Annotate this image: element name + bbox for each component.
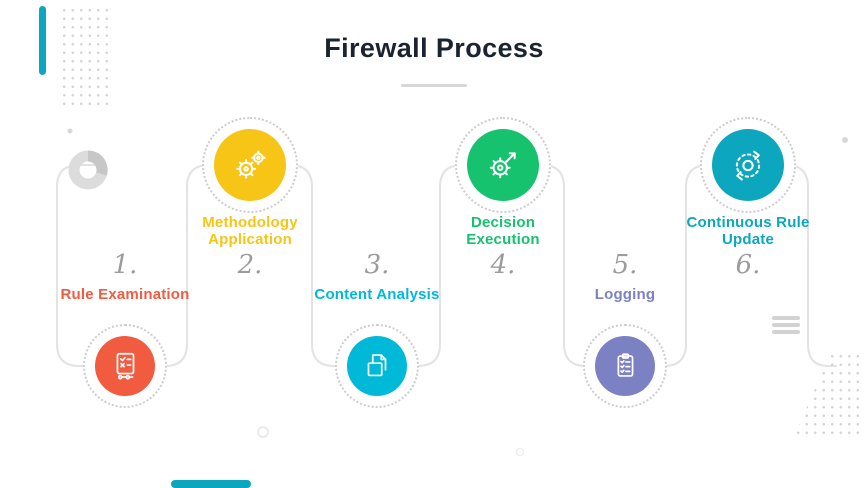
donut-segment (87, 150, 108, 176)
accent-bar-left (39, 6, 46, 75)
dot-decoration (842, 137, 848, 143)
step-label: Rule Examination (60, 286, 190, 303)
step-number: 6. (735, 250, 761, 280)
dot-decoration (67, 128, 73, 134)
icon-disc (347, 336, 407, 396)
dotted-ring (202, 117, 298, 213)
step-number: 3. (364, 250, 390, 280)
step-label: Methodology Application (202, 214, 298, 248)
icon-disc (712, 129, 784, 201)
step-icon-circle (83, 324, 167, 408)
documents-icon (367, 354, 387, 377)
step-label: Content Analysis (314, 286, 440, 303)
menu-bars-decoration (772, 316, 800, 334)
step-icon-circle (455, 117, 551, 213)
page-title: Firewall Process (324, 33, 544, 63)
dotted-ring (583, 324, 667, 408)
cycle-icon (735, 150, 761, 181)
ring-decoration (257, 426, 269, 438)
ring-decoration (515, 447, 525, 457)
step-number: 1. (112, 250, 138, 280)
icon-disc (95, 336, 155, 396)
dotted-ring (700, 117, 796, 213)
step-number: 5. (612, 250, 638, 280)
serpentine-connector (56, 164, 837, 367)
step-label: Logging (594, 286, 656, 303)
step-number: 4. (490, 250, 516, 280)
step-icon-circle (583, 324, 667, 408)
step-icon-circle (335, 324, 419, 408)
gears-icon (236, 150, 266, 179)
title-underline (401, 84, 467, 87)
dot-grid-decoration (60, 6, 108, 106)
icon-disc (595, 336, 655, 396)
step-label: Continuous Rule Update (686, 214, 810, 248)
log-list-icon (617, 353, 634, 377)
dotted-ring (455, 117, 551, 213)
step-icon-circle (700, 117, 796, 213)
accent-bar-bottom (171, 480, 251, 488)
step-label: Decision Execution (466, 214, 540, 248)
step-number: 2. (237, 250, 263, 280)
icon-disc (467, 129, 539, 201)
dotted-ring (83, 324, 167, 408)
icon-disc (214, 129, 286, 201)
dotted-ring (335, 324, 419, 408)
checklist-icon (116, 352, 135, 380)
step-icon-circle (202, 117, 298, 213)
gear-arrow-icon (489, 152, 516, 179)
